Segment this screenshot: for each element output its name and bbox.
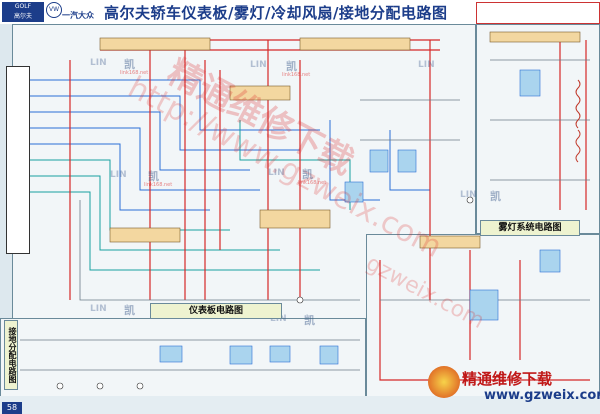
wire-blue: [389, 130, 430, 191]
instrument-cluster-connector: [6, 66, 30, 254]
wire-blue: [28, 127, 260, 191]
ground-icon: [466, 196, 474, 204]
wire-blue: [28, 79, 320, 131]
ground-component: [269, 345, 291, 363]
faw-label: 一汽大众: [62, 11, 94, 20]
golf-badge-line2: 高尔夫: [13, 13, 32, 20]
watermark-kai: 凯: [286, 60, 297, 73]
ground-icon: [296, 296, 304, 304]
wire-blue: [28, 143, 210, 211]
watermark-kai: 凯: [304, 314, 315, 327]
watermark-lin: LIN: [418, 60, 435, 70]
ground-component: [319, 345, 339, 365]
vw-logo-icon: VW: [46, 2, 62, 18]
golf-badge: GOLF 高尔夫: [2, 2, 44, 22]
fan-relay: [539, 249, 561, 273]
watermark-kai: 凯: [490, 190, 501, 203]
coil-icon: [575, 129, 581, 163]
fog-relay: [519, 69, 541, 97]
fuse-box-top-right: [299, 37, 411, 51]
watermark-kai: 凯: [124, 58, 135, 71]
wire-blue: [329, 120, 380, 201]
watermark-site: link168.net: [298, 180, 327, 186]
wire-gray: [79, 200, 360, 301]
watermark-kai: 凯: [124, 304, 135, 317]
watermark-kai: 凯: [302, 168, 313, 181]
footer-bar: [0, 396, 600, 414]
brand-logo-icon: [428, 366, 460, 398]
coil-icon: [575, 79, 581, 129]
watermark-lin: LIN: [90, 58, 107, 68]
switch-component: [344, 181, 364, 203]
fuse-box-top: [99, 37, 211, 51]
connector-blocks: [99, 31, 581, 249]
coil-components: [575, 79, 581, 163]
watermark-lin: LIN: [268, 168, 285, 178]
page-number: 58: [2, 402, 22, 414]
ground-icon: [56, 382, 64, 390]
watermark-site: link168.net: [144, 182, 173, 188]
ground-section-label: 接地分配电路图: [4, 320, 18, 390]
golf-badge-line1: GOLF: [14, 3, 32, 10]
switch-components: [159, 69, 561, 365]
brand-text: 精通维修下载: [462, 370, 553, 388]
dash-connector: [259, 209, 331, 229]
switch-component: [369, 149, 389, 173]
watermark-lin: LIN: [460, 190, 477, 200]
fog-section-label: 雾灯系统电路图: [480, 220, 580, 236]
fan-control-unit: [469, 289, 499, 321]
ground-icon: [136, 382, 144, 390]
brand-url: www.gzweix.com: [484, 388, 600, 403]
watermark-lin: LIN: [110, 170, 127, 180]
relay-block: [229, 85, 291, 101]
watermark-lin: LIN: [250, 60, 267, 70]
ground-component: [229, 345, 253, 365]
watermark-site: link168.net: [120, 70, 149, 76]
fan-fuse-block: [419, 235, 481, 249]
watermark-site: link168.net: [282, 72, 311, 78]
dashboard-section-label: 仪表板电路图: [150, 303, 282, 319]
watermark-lin: LIN: [270, 314, 287, 324]
watermark-kai: 凯: [148, 170, 159, 183]
ground-symbols: [56, 196, 474, 390]
watermark-lin: LIN: [90, 304, 107, 314]
fog-fuse-block: [489, 31, 581, 43]
ground-component: [159, 345, 183, 363]
switch-component: [397, 149, 417, 173]
wire-teal: [28, 175, 280, 251]
dash-connector: [109, 227, 181, 243]
gray-wires: [20, 59, 590, 371]
ground-icon: [96, 382, 104, 390]
page-title: 高尔夫轿车仪表板/雾灯/冷却风扇/接地分配电路图: [104, 4, 448, 22]
